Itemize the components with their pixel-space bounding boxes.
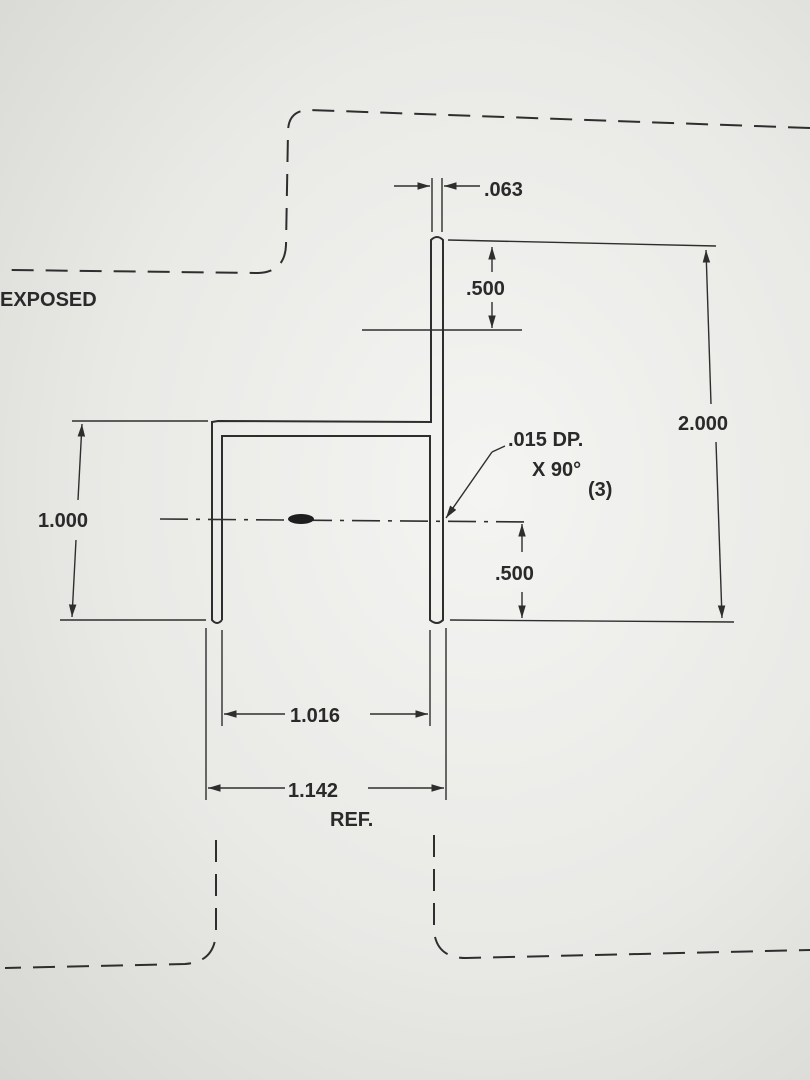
note-depth: .015 DP.	[508, 429, 583, 451]
dim-total-height: 2.000	[678, 413, 728, 435]
hole-mark	[288, 514, 314, 524]
dim-outer-ref: REF.	[330, 809, 373, 831]
part-outline	[211, 236, 444, 624]
dim-inner-width: 1.016	[290, 705, 340, 727]
dim-left-height: 1.000	[38, 510, 88, 532]
note-angle: X 90°	[532, 459, 581, 481]
boundary-dashed-bottom-left	[4, 840, 217, 969]
exposed-label: EXPOSED	[0, 289, 97, 311]
dim-lower-offset: .500	[495, 563, 534, 585]
centerline	[159, 518, 531, 523]
dim-outer-width: 1.142	[288, 780, 338, 802]
boundary-dashed-bottom-right	[433, 835, 810, 960]
boundary-dashed-top	[9, 108, 810, 275]
dim-thickness: .063	[484, 179, 523, 201]
dim-upper-offset: .500	[466, 278, 505, 300]
note-quantity: (3)	[588, 479, 612, 501]
